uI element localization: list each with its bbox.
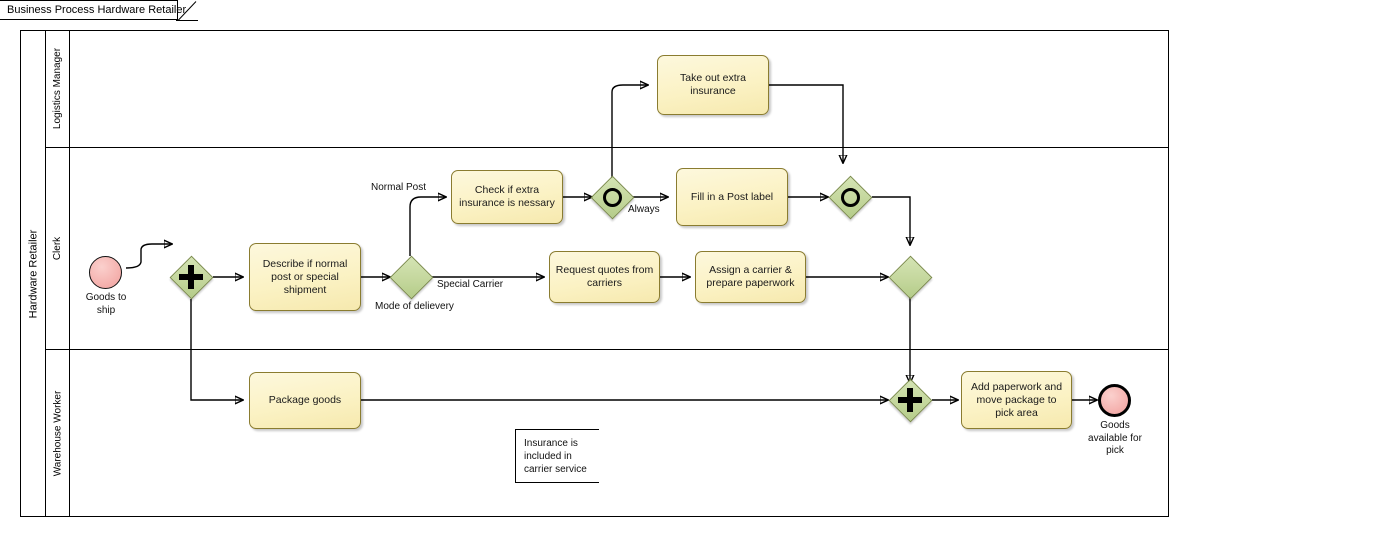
task-package-goods[interactable]: Package goods bbox=[249, 372, 361, 429]
parallel-gateway-join[interactable] bbox=[888, 378, 932, 422]
text-annotation-label: Insurance is included in carrier service bbox=[524, 438, 587, 475]
gateway-label-mode-of-delivery: Mode of delievery bbox=[375, 301, 454, 312]
task-check-if-extra-insurance[interactable]: Check if extra insurance is nessary bbox=[451, 170, 563, 224]
lane-clerk[interactable]: Clerk bbox=[46, 148, 1169, 350]
pool-header bbox=[20, 30, 46, 517]
task-assign-carrier[interactable]: Assign a carrier & prepare paperwork bbox=[695, 251, 806, 303]
end-event-goods-available-for-pick[interactable] bbox=[1098, 384, 1131, 417]
circle-icon bbox=[840, 187, 860, 207]
exclusive-gateway-mode-of-delivery[interactable] bbox=[389, 255, 433, 299]
lane-header-logistics-manager: Logistics Manager bbox=[46, 30, 70, 147]
pool-label: Hardware Retailer bbox=[20, 30, 46, 517]
start-event-goods-to-ship[interactable] bbox=[89, 256, 122, 289]
plus-icon-vertical bbox=[907, 388, 913, 412]
start-event-label: Goods to ship bbox=[85, 292, 127, 316]
title-tab-slant bbox=[176, 0, 198, 21]
lane-header-warehouse-worker: Warehouse Worker bbox=[46, 350, 70, 516]
exclusive-gateway-merge[interactable] bbox=[888, 255, 932, 299]
diagram-title-tab[interactable]: Business Process Hardware Retailer bbox=[0, 0, 186, 20]
task-fill-in-post-label[interactable]: Fill in a Post label bbox=[676, 168, 788, 226]
diagram-title: Business Process Hardware Retailer bbox=[7, 4, 187, 16]
flow-label-always: Always bbox=[628, 204, 660, 215]
plus-icon-vertical bbox=[188, 265, 194, 289]
flow-label-special-carrier: Special Carrier bbox=[437, 279, 504, 290]
inclusive-gateway-merge[interactable] bbox=[828, 175, 872, 219]
end-event-label: Goods available for pick bbox=[1088, 420, 1142, 456]
parallel-gateway-split[interactable] bbox=[169, 255, 213, 299]
lane-label-warehouse-worker: Warehouse Worker bbox=[52, 390, 63, 476]
text-annotation-bracket bbox=[515, 429, 599, 483]
lane-warehouse-worker[interactable]: Warehouse Worker bbox=[46, 350, 1169, 516]
inclusive-gateway-insurance[interactable] bbox=[590, 175, 634, 219]
circle-icon bbox=[602, 187, 622, 207]
task-take-out-extra-insurance[interactable]: Take out extra insurance bbox=[657, 55, 769, 115]
task-request-quotes[interactable]: Request quotes from carriers bbox=[549, 251, 660, 303]
task-describe-shipment[interactable]: Describe if normal post or special shipm… bbox=[249, 243, 361, 311]
lane-label-logistics-manager: Logistics Manager bbox=[52, 47, 63, 130]
lane-logistics-manager[interactable]: Logistics Manager bbox=[46, 30, 1169, 148]
flow-label-normal-post: Normal Post bbox=[371, 182, 427, 193]
gateway-diamond-shape bbox=[888, 255, 932, 299]
gateway-diamond-shape bbox=[389, 255, 433, 299]
lane-label-clerk: Clerk bbox=[52, 236, 63, 261]
lane-header-clerk: Clerk bbox=[46, 148, 70, 349]
task-add-paperwork[interactable]: Add paperwork and move package to pick a… bbox=[961, 371, 1072, 429]
pool-label-text: Hardware Retailer bbox=[27, 229, 39, 318]
